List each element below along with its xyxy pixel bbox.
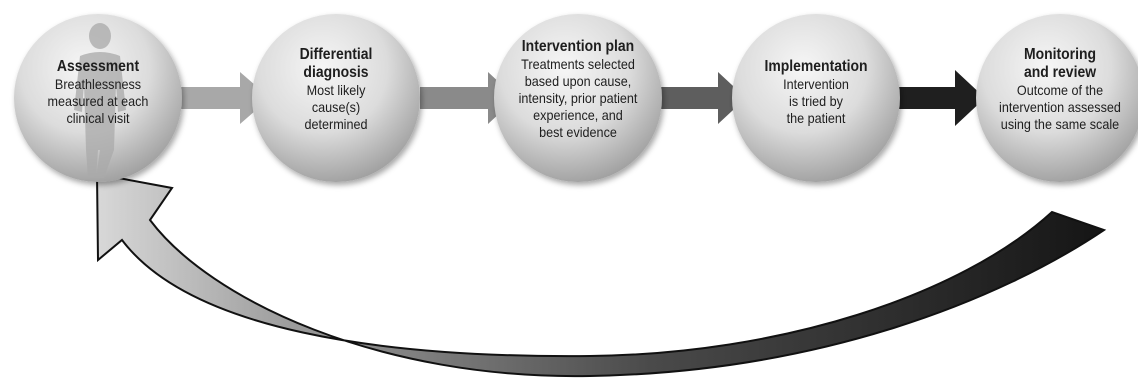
step-desc-line: is tried by [789,93,843,109]
step-desc-line: Treatments selected [521,56,635,72]
step-title: Assessment [56,58,140,75]
person-silhouette-icon [74,23,126,178]
step-title: Intervention plan [521,38,635,55]
step-desc-line: Outcome of the [1016,82,1104,98]
cycle-label-path: Assess, Diagnose, Review [388,305,773,351]
step-desc-line: Breathlessness [54,76,142,92]
step-circle-2 [252,14,420,182]
step-implementation: Implementation Intervention is tried by … [736,58,896,127]
step-desc-line: Most likely [306,82,366,98]
step-desc-line: best evidence [539,124,617,140]
step-desc-line: intensity, prior patient [518,90,638,106]
step-title-line: Differential [299,46,373,63]
step-desc-line: cause(s) [311,99,361,115]
step-title-line: Monitoring [1023,46,1097,63]
step-title-line: diagnosis [303,64,369,81]
step-intervention-plan: Intervention plan Treatments selected ba… [494,38,662,141]
step-differential-diagnosis: Differential diagnosis Most likely cause… [256,46,416,133]
step-desc-line: measured at each [47,93,149,109]
step-assessment: Assessment Breathlessness measured at ea… [18,58,178,127]
step-arrow-4 [898,70,985,126]
step-desc-line: Intervention [783,76,849,92]
step-desc-line: determined [304,116,368,132]
step-circle-3 [494,14,662,182]
step-desc-line: based upon cause, [524,73,632,89]
step-title: Implementation [764,58,868,75]
step-circle-4 [732,14,900,182]
step-circle-5 [976,14,1138,182]
step-title-line: and review [1023,64,1097,81]
step-desc-line: clinical visit [66,110,130,126]
step-desc-line: using the same scale [1000,116,1120,132]
step-monitoring-review: Monitoring and review Outcome of the int… [978,46,1138,133]
step-desc-line: intervention assessed [999,99,1121,115]
step-desc-line: the patient [786,110,846,126]
cycle-label: Assess, Diagnose, Review [388,305,774,351]
step-desc-line: experience, and [533,107,623,123]
